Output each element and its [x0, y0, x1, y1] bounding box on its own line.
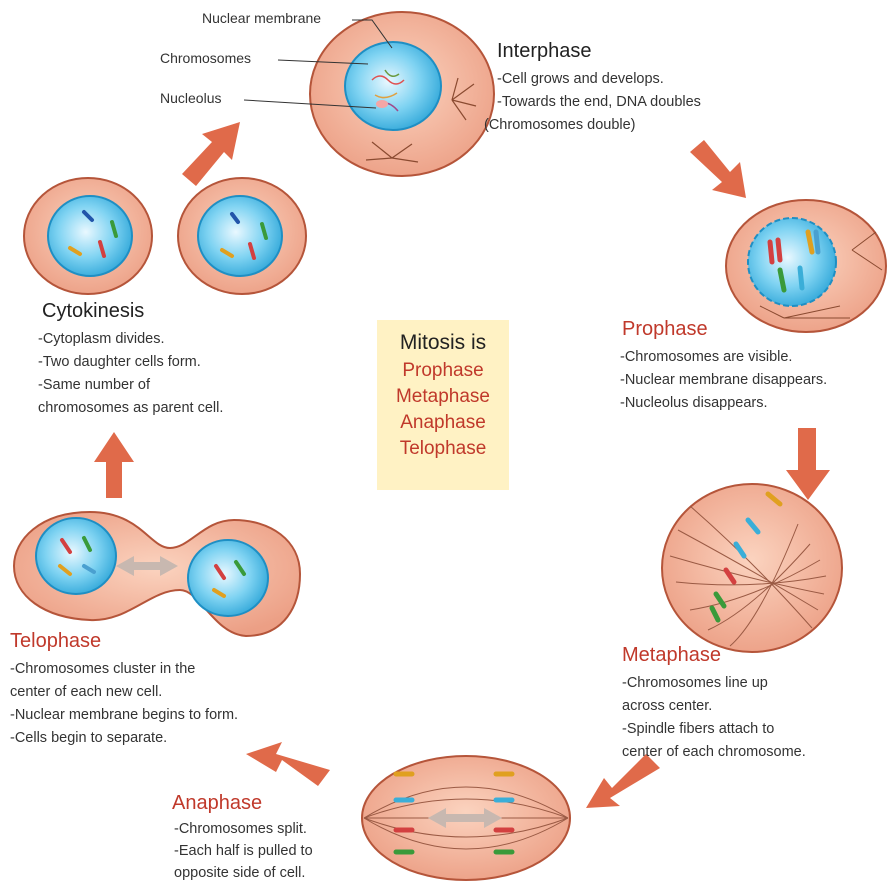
mitosis-summary-box: Mitosis is Prophase Metaphase Anaphase T…	[377, 320, 509, 490]
anaphase-title: Anaphase	[172, 792, 262, 815]
cytokinesis-line-4: chromosomes as parent cell.	[38, 397, 223, 420]
telophase-cell	[14, 512, 300, 636]
summary-phase-prophase: Prophase	[377, 358, 509, 384]
arrow-cytokinesis-to-interphase	[182, 122, 240, 186]
metaphase-line-3: -Spindle fibers attach to	[622, 718, 774, 741]
cytokinesis-title: Cytokinesis	[42, 300, 144, 323]
arrow-interphase-to-prophase	[690, 140, 746, 198]
nucleolus-label: Nucleolus	[160, 90, 221, 106]
prophase-cell	[726, 200, 886, 332]
summary-phase-metaphase: Metaphase	[377, 384, 509, 410]
metaphase-line-4: center of each chromosome.	[622, 741, 806, 764]
telophase-line-3: -Nuclear membrane begins to form.	[10, 704, 238, 727]
cytokinesis-cells	[24, 178, 306, 294]
anaphase-line-1: -Chromosomes split.	[174, 818, 307, 841]
anaphase-line-2: -Each half is pulled to	[174, 840, 313, 863]
anaphase-line-3: opposite side of cell.	[174, 862, 305, 885]
interphase-line-1: -Cell grows and develops.	[497, 68, 664, 91]
mitosis-summary-heading: Mitosis is	[377, 328, 509, 358]
cytokinesis-line-3: -Same number of	[38, 374, 150, 397]
interphase-line-3: (Chromosomes double)	[484, 114, 636, 137]
summary-phase-anaphase: Anaphase	[377, 410, 509, 436]
chromosomes-label: Chromosomes	[160, 50, 251, 66]
nuclear-membrane-label: Nuclear membrane	[202, 10, 321, 26]
prophase-line-3: -Nucleolus disappears.	[620, 392, 768, 415]
summary-phase-telophase: Telophase	[377, 436, 509, 462]
arrow-prophase-to-metaphase	[786, 428, 830, 500]
cytokinesis-line-1: -Cytoplasm divides.	[38, 328, 165, 351]
interphase-title: Interphase	[497, 40, 592, 63]
metaphase-title: Metaphase	[622, 644, 721, 667]
arrow-anaphase-to-telophase	[246, 742, 330, 786]
telophase-title: Telophase	[10, 630, 101, 653]
cytokinesis-line-2: -Two daughter cells form.	[38, 351, 201, 374]
metaphase-cell	[662, 484, 842, 652]
metaphase-line-1: -Chromosomes line up	[622, 672, 768, 695]
anaphase-cell	[362, 756, 570, 880]
interphase-cell	[310, 12, 494, 176]
telophase-line-2: center of each new cell.	[10, 681, 162, 704]
prophase-line-2: -Nuclear membrane disappears.	[620, 369, 827, 392]
telophase-line-1: -Chromosomes cluster in the	[10, 658, 195, 681]
nucleolus	[376, 100, 388, 108]
prophase-line-1: -Chromosomes are visible.	[620, 346, 792, 369]
arrow-telophase-to-cytokinesis	[94, 432, 134, 498]
interphase-line-2: -Towards the end, DNA doubles	[497, 91, 701, 114]
prophase-title: Prophase	[622, 318, 708, 341]
telophase-line-4: -Cells begin to separate.	[10, 727, 167, 750]
metaphase-line-2: across center.	[622, 695, 712, 718]
